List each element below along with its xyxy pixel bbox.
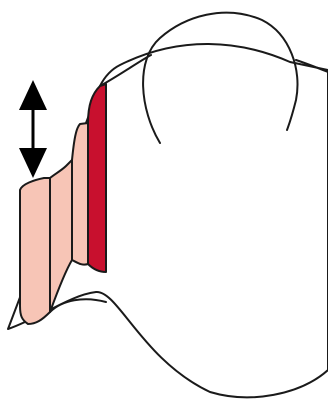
inner-pink-layer bbox=[72, 123, 88, 265]
arrow-down-head bbox=[19, 148, 47, 178]
arrow-up-head bbox=[19, 80, 47, 110]
double-arrow-icon bbox=[19, 80, 47, 178]
red-layer bbox=[88, 84, 106, 272]
outer-pink-layer bbox=[20, 178, 50, 324]
